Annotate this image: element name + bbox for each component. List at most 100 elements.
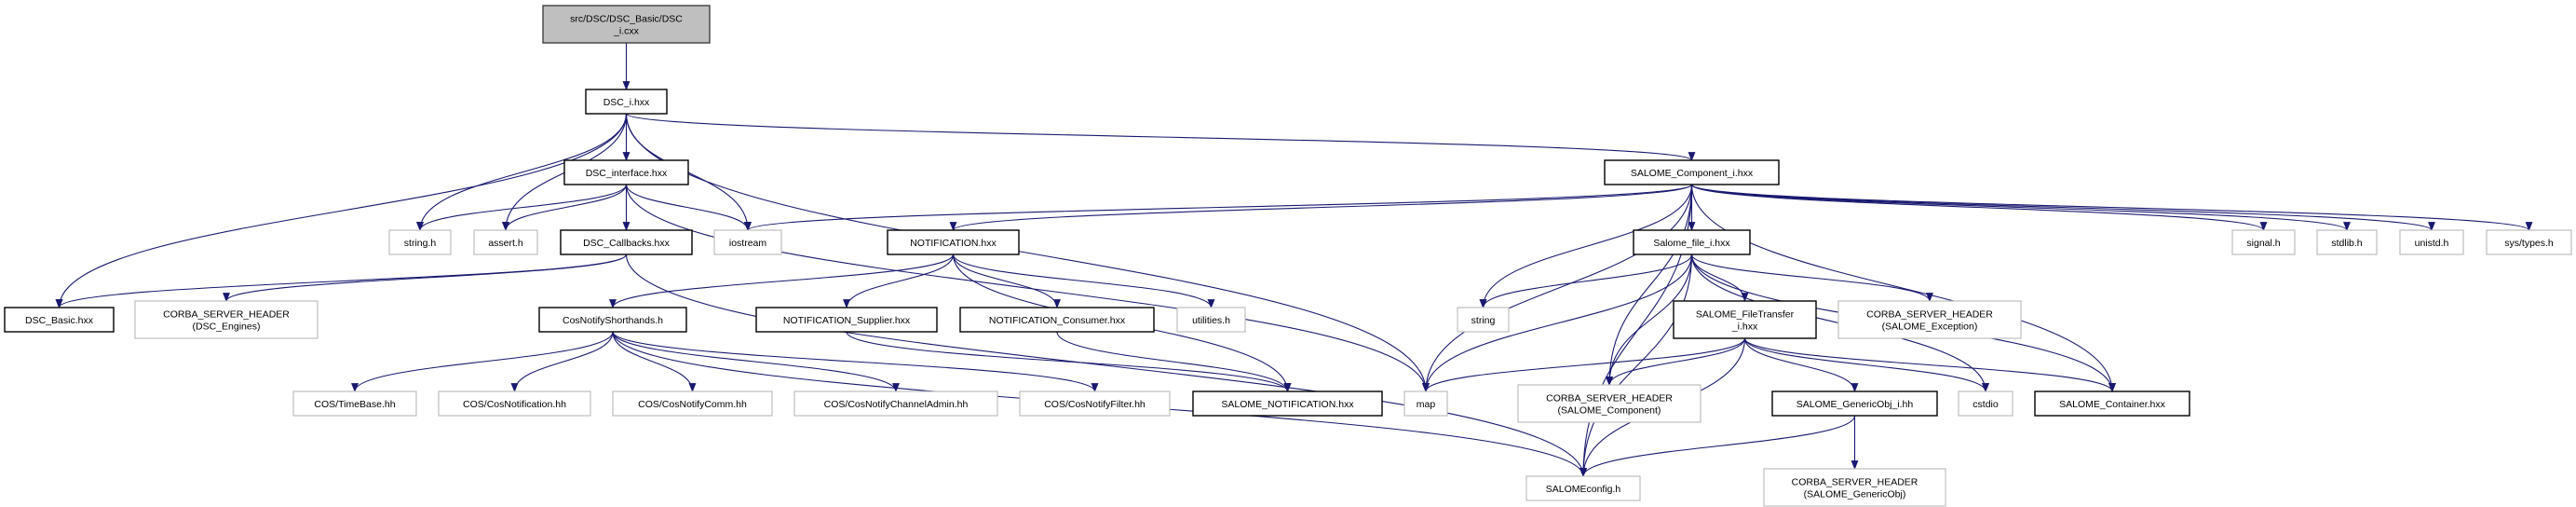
edge-salome_component_i-to-map [1422,184,1693,392]
node-box [473,229,538,255]
node-label: iostream [729,238,767,249]
nodes-layer: src/DSC/DSC_Basic/DSC_i.cxxDSC_i.hxxDSC_… [4,5,2572,507]
node-label: Salome_file_i.hxx [1653,238,1730,249]
node-label: DSC_Basic.hxx [25,315,94,326]
node-stdlib: stdlib.h [2316,229,2378,255]
node-box [1019,391,1171,417]
node-label: string.h [404,238,437,249]
node-label-line: SALOME_GenericObj_i.hh [1796,399,1914,410]
node-salome_file_i[interactable]: Salome_file_i.hxx [1633,229,1751,255]
node-box [388,229,452,255]
node-label-line: CORBA_SERVER_HEADER [163,309,290,321]
node-label: SALOME_NOTIFICATION.hxx [1221,399,1354,410]
node-label: SALOMEconfig.h [1546,484,1621,495]
node-label-line: stdlib.h [2331,238,2362,249]
node-box [2231,229,2296,255]
node-box [1673,300,1817,339]
node-label-line: unistd.h [2415,238,2449,249]
edge-salome_component_i-to-string [1479,184,1693,308]
edge-salome_component_i-to-unistd [1690,184,2435,231]
node-label: DSC_interface.hxx [586,168,668,179]
node-label: COS/CosNotifyFilter.hh [1044,399,1146,410]
edge-dsc_interface-to-iostream [625,184,752,231]
edge-filetransfer-to-map [1422,337,1746,392]
node-cosnotify_shorthands[interactable]: CosNotifyShorthands.h [538,307,687,333]
node-root[interactable]: src/DSC/DSC_Basic/DSC_i.cxx [542,5,711,44]
node-box [292,391,417,417]
node-dsc_i[interactable]: DSC_i.hxx [585,89,668,115]
node-box [612,391,773,417]
node-corba_dsc_engines: CORBA_SERVER_HEADER(DSC_Engines) [134,300,319,339]
node-notification[interactable]: NOTIFICATION.hxx [887,229,1020,255]
edge-notification-to-utilities [952,254,1215,308]
node-label-line: CORBA_SERVER_HEADER [1792,477,1918,488]
node-box [1837,300,2022,339]
node-notif_consumer[interactable]: NOTIFICATION_Consumer.hxx [959,307,1155,333]
node-salome_component_i[interactable]: SALOME_Component_i.hxx [1604,159,1780,185]
node-label: utilities.h [1192,315,1230,326]
edge-dsc_interface-to-string_h [416,184,628,231]
node-dsc_basic[interactable]: DSC_Basic.hxx [4,307,115,333]
edge-cosnotify_shorthands-to-cosnotifyfilter [612,331,1099,392]
edge-salome_file_i-to-salomeconfig [1579,254,1693,477]
edge-salome_component_i-to-corba_salome_component [1606,184,1693,386]
node-box [560,229,693,255]
node-genericobj_i[interactable]: SALOME_GenericObj_i.hh [1771,391,1938,417]
node-filetransfer[interactable]: SALOME_FileTransfer_i.hxx [1673,300,1817,339]
edge-cosnotify_shorthands-to-channeladmin [612,331,900,392]
edge-salome_file_i-to-string [1479,254,1693,308]
node-container[interactable]: SALOME_Container.hxx [2034,391,2190,417]
node-notif_supplier[interactable]: NOTIFICATION_Supplier.hxx [755,307,938,333]
edge-notification-to-notif_consumer [952,254,1061,308]
node-label: SALOME_Component_i.hxx [1631,168,1754,179]
node-label-line: string.h [404,238,437,249]
node-label-line: map [1417,399,1436,410]
node-label-line: COS/CosNotifyComm.hh [638,399,747,410]
node-label-line: (SALOME_Exception) [1882,322,1978,333]
node-label-line: DSC_i.hxx [603,97,650,108]
edge-dsc_callbacks-to-dsc_basic [55,254,628,308]
node-label: CosNotifyShorthands.h [563,315,663,326]
edges-layer [55,42,2533,477]
node-box [2034,391,2190,417]
edge-salome_component_i-to-signal [1690,184,2268,231]
edge-salome_component_i-to-notification [949,184,1693,231]
node-box [585,89,668,115]
node-label-line: SALOMEconfig.h [1546,484,1621,495]
node-label: signal.h [2246,238,2280,249]
node-label-line: Salome_file_i.hxx [1653,238,1730,249]
node-label: DSC_Callbacks.hxx [583,238,671,249]
node-corba_exception: CORBA_SERVER_HEADER(SALOME_Exception) [1837,300,2022,339]
node-box [1771,391,1938,417]
node-string: string [1457,307,1510,333]
node-label-line: COS/CosNotifyChannelAdmin.hh [824,399,969,410]
node-cosnotifyfilter: COS/CosNotifyFilter.hh [1019,391,1171,417]
node-label: CORBA_SERVER_HEADER(SALOME_Component) [1546,393,1673,417]
node-label-line: DSC_interface.hxx [586,168,668,179]
node-box [1176,307,1246,333]
node-label: SALOME_FileTransfer_i.hxx [1696,309,1795,333]
node-label-line: DSC_Basic.hxx [25,315,94,326]
edge-salome_component_i-to-iostream [744,184,1693,231]
node-cosnotification: COS/CosNotification.hh [438,391,591,417]
node-label-line: cstdio [1973,399,1999,410]
node-label: CORBA_SERVER_HEADER(DSC_Engines) [163,309,290,333]
edge-filetransfer-to-genericobj_i [1743,337,1859,392]
edge-notif_consumer-to-salome_notification [1056,331,1292,392]
edge-notification-to-cosnotify_shorthands [609,254,955,308]
node-label-line: CosNotifyShorthands.h [563,315,663,326]
edge-dsc_interface-to-assert_h [502,184,628,231]
node-dsc_callbacks[interactable]: DSC_Callbacks.hxx [560,229,693,255]
node-label-line: src/DSC/DSC_Basic/DSC [570,14,683,25]
node-label-line: COS/CosNotification.hh [463,399,566,410]
node-label-line: SALOME_Component_i.hxx [1631,168,1754,179]
node-box [4,307,115,333]
node-label-line: SALOME_FileTransfer [1696,309,1795,321]
node-salome_notification[interactable]: SALOME_NOTIFICATION.hxx [1192,391,1383,417]
node-cosnotifycomm: COS/CosNotifyComm.hh [612,391,773,417]
node-dsc_interface[interactable]: DSC_interface.hxx [563,159,689,185]
edge-salome_file_i-to-corba_salome_component [1606,254,1693,386]
node-box [2486,229,2572,255]
node-corba_genericobj: CORBA_SERVER_HEADER(SALOME_GenericObj) [1763,468,1946,507]
node-label-line: (SALOME_GenericObj) [1804,489,1906,500]
